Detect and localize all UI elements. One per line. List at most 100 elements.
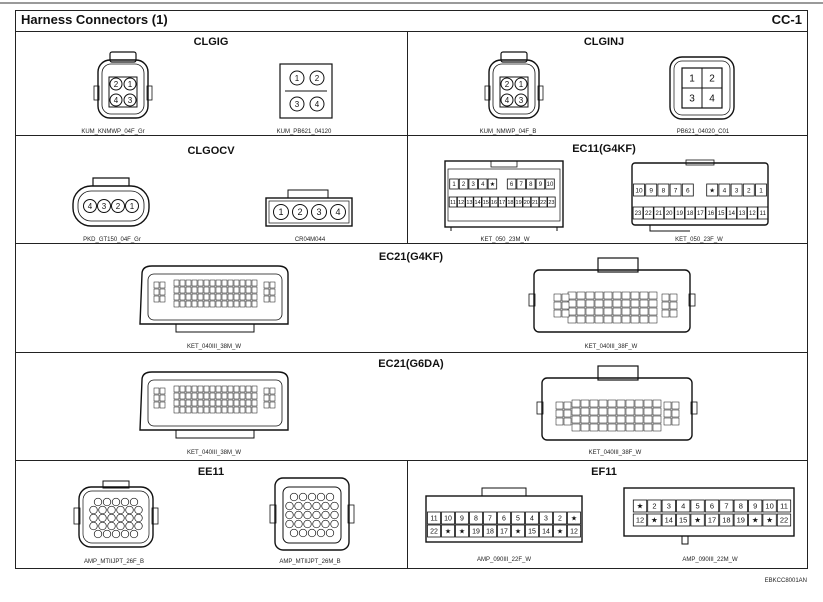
ec21-g4kf-male-cavity: [263, 295, 270, 303]
ec21-g6da-male-cavity: [245, 406, 252, 414]
ec21-g4kf-female-cavity: [603, 315, 613, 324]
clgocv-female-pin: 1: [125, 199, 139, 213]
ee11-male-pin: [330, 501, 339, 511]
ec11-female-pin: 15: [715, 206, 727, 220]
ec21-g4kf-male-cavity: [221, 293, 228, 301]
ec21-g6da-female-cavity: [571, 399, 581, 408]
ef11-female-pin: 17: [497, 524, 511, 538]
ef11-male-pin: 9: [748, 499, 763, 513]
ef11-male-pin: 10: [762, 499, 777, 513]
svg-text:4: 4: [723, 187, 727, 194]
ec21-g6da-male-cavity: [185, 399, 192, 407]
ec21-g4kf-male-cavity: [197, 279, 204, 287]
page-header: Harness Connectors (1) CC-1: [15, 10, 808, 32]
ec21-g4kf-female-cavity: [648, 315, 658, 324]
ec21-g4kf-male-cavity: [173, 279, 180, 287]
ec11-female-pin: 3: [730, 183, 743, 197]
ec21-g6da-female-cavity: [652, 399, 662, 408]
ec21-g6da-female-cavity: [580, 399, 590, 408]
ec21-g6da-female-cavity: [616, 415, 626, 424]
ec21-g4kf-male-cavity: [203, 279, 210, 287]
svg-text:16: 16: [491, 200, 497, 206]
ee11-female-pin: [98, 505, 107, 515]
svg-text:12: 12: [570, 529, 578, 536]
ec21-g6da-female-cavity: [616, 407, 626, 416]
ec21-g6da-female-cavity: [571, 415, 581, 424]
svg-text:22: 22: [645, 211, 652, 217]
ec21-g4kf-male-cavity: [215, 293, 222, 301]
ec21-g6da-male-cavity: [159, 401, 166, 409]
ec21-g6da-female-cavity: [634, 399, 644, 408]
ee11-female-pin: [98, 513, 107, 523]
ec21-g4kf-male-cavity: [185, 300, 192, 308]
svg-text:15: 15: [483, 200, 489, 206]
ec21-g6da-male-cavity: [197, 385, 204, 393]
ee11-male-pin: [285, 501, 294, 511]
ec21-g4kf-male-cavity: [191, 286, 198, 294]
svg-text:17: 17: [708, 516, 716, 525]
ec21-g4kf-male-cavity: [263, 281, 270, 289]
svg-text:6: 6: [686, 187, 690, 194]
svg-text:3: 3: [667, 502, 671, 511]
ec21-g4kf-male-cavity: [233, 300, 240, 308]
svg-text:3: 3: [735, 187, 739, 194]
clgocv-left-label: PKD_GT150_04F_Gr: [83, 237, 141, 243]
ee11-female-pin: [116, 513, 125, 523]
ec11-female-pin: 20: [663, 206, 675, 220]
ec21-g4kf-male-cavity: [153, 288, 160, 296]
svg-text:4: 4: [114, 96, 119, 105]
ec21-g6da-female-cavity: [589, 407, 599, 416]
ec21-g6da-male-cavity: [179, 399, 186, 407]
ec21-g6da-male-cavity: [221, 385, 228, 393]
ee11-female-pin: [89, 513, 98, 523]
svg-text:10: 10: [635, 187, 643, 194]
ec21-g6da-female-cavity: [643, 399, 653, 408]
section-title-clgig: CLGIG: [193, 36, 229, 48]
ec21-g4kf-male-cavity: [263, 288, 270, 296]
ee11-female-pin: [129, 529, 139, 539]
ec21-g4kf-female-cavity: [612, 307, 622, 316]
ee11-male-pin: [312, 510, 321, 520]
ec21-g6da-female-cavity: [598, 399, 608, 408]
ec21-g6da-male-cavity: [233, 399, 240, 407]
ee11-left-label: AMP_MTIIJPT_26F_B: [83, 559, 145, 565]
clgig-female-pin: 2: [109, 77, 123, 91]
ec21-g6da-male-cavity: [215, 385, 222, 393]
ec21-g6da-male-cavity: [197, 399, 204, 407]
ec21-g4kf-female-cavity: [576, 307, 586, 316]
svg-text:19: 19: [472, 529, 480, 536]
section-title-clgocv: CLGOCV: [187, 145, 235, 157]
svg-text:2: 2: [747, 187, 751, 194]
svg-text:6: 6: [502, 516, 506, 523]
ec21-g6da-male-cavity: [173, 392, 180, 400]
ef11-male-pin: ★: [647, 513, 662, 527]
ec11-female-pin: 13: [736, 206, 748, 220]
ec21-g6da-male-connector: [139, 371, 289, 439]
ec21-g4kf-female-cavity: [621, 291, 631, 300]
ec11-female-pin: 1: [755, 183, 767, 197]
ee11-male-connector: [269, 477, 355, 551]
ec21-g6da-female-cavity: [634, 407, 644, 416]
clginj-left-label: KUM_NMWP_04F_B: [479, 129, 537, 135]
clginj-male-pin: 4: [709, 94, 715, 105]
ef11-male-pin: ★: [748, 513, 763, 527]
ec11-female-pin: 11: [757, 206, 769, 220]
svg-text:1: 1: [759, 187, 763, 194]
svg-text:★: ★: [459, 528, 465, 536]
svg-text:3: 3: [102, 202, 107, 211]
ee11-male-pin: [321, 510, 330, 520]
ec21-g6da-male-cavity: [221, 406, 228, 414]
clgig-right-label: KUM_PB621_04120: [276, 129, 332, 135]
section-title-ec21-g6da: EC21(G6DA): [378, 358, 444, 370]
ee11-male-pin: [312, 519, 321, 529]
ee11-male-pin: [303, 510, 312, 520]
ec11-male-pin: 8: [526, 178, 536, 190]
ec21-g4kf-male-cavity: [179, 286, 186, 294]
svg-text:4: 4: [88, 202, 93, 211]
ec21-g6da-male-cavity: [239, 406, 246, 414]
svg-text:23: 23: [548, 200, 554, 206]
ec21-g4kf-male-cavity: [227, 286, 234, 294]
ee11-female-pin: [134, 513, 143, 523]
